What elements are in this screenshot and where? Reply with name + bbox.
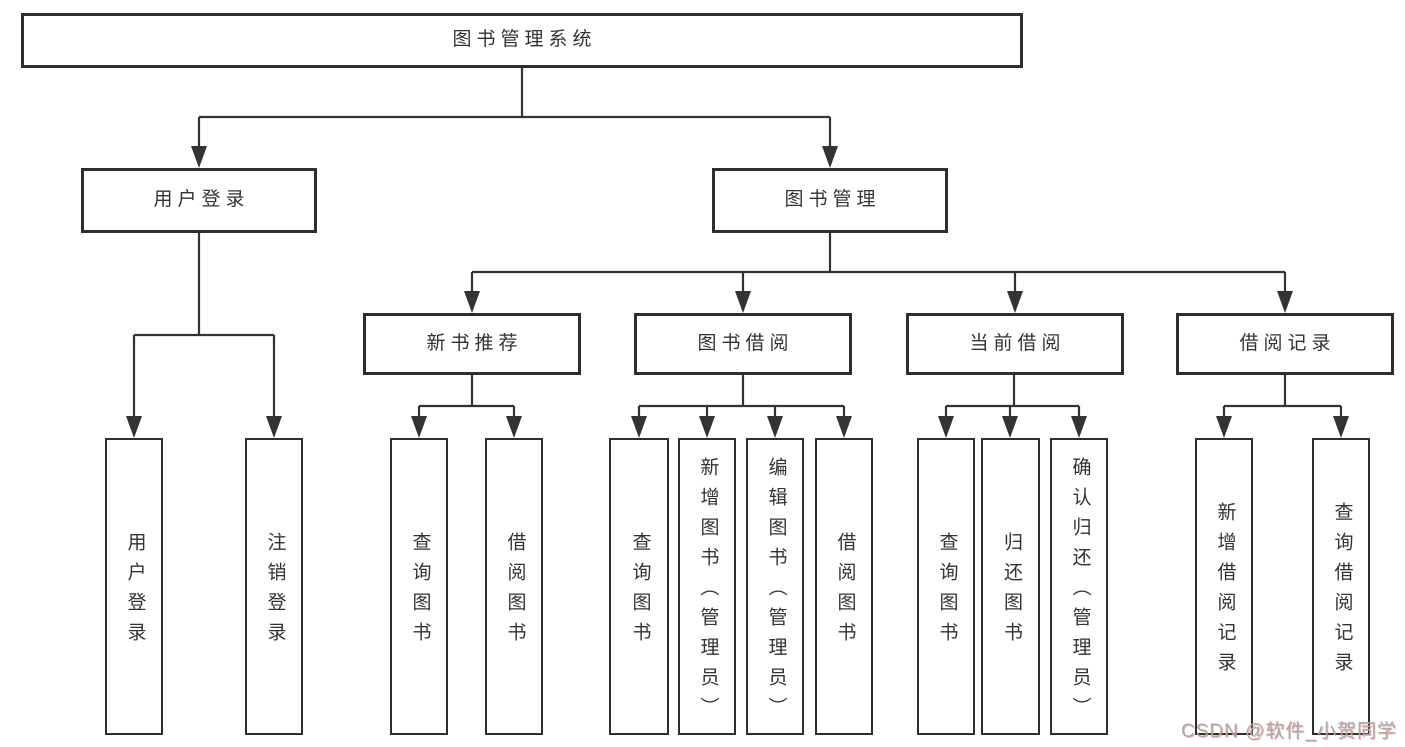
arrow-icon <box>506 416 522 438</box>
leaf-borrow-books-recommend: 借阅图书 <box>485 438 543 735</box>
arrow-icon <box>191 146 207 168</box>
connector-user-login-to-children <box>132 233 276 418</box>
leaf-confirm-return-admin: 确认归还（管理员） <box>1050 438 1108 735</box>
connector-book-borrow-to-children <box>637 375 846 418</box>
connector-root-to-level2 <box>197 68 832 148</box>
arrow-icon <box>1277 291 1293 313</box>
leaf-borrow-books: 借阅图书 <box>815 438 873 735</box>
arrow-icon <box>1007 291 1023 313</box>
leaf-add-books-admin-label: 新增图书（管理员） <box>697 457 719 727</box>
leaf-confirm-return-admin-label: 确认归还（管理员） <box>1069 457 1091 727</box>
leaf-query-books-borrow-label: 查询图书 <box>629 532 651 652</box>
leaf-query-books-recommend: 查询图书 <box>390 438 448 735</box>
leaf-query-borrow-record-label: 查询借阅记录 <box>1331 502 1353 682</box>
watermark: CSDN @软件_小贺同学 <box>1181 721 1397 742</box>
leaf-user-login-label: 用户登录 <box>124 532 146 652</box>
arrow-icon <box>735 291 751 313</box>
leaf-query-books-current: 查询图书 <box>917 438 975 735</box>
leaf-return-books: 归还图书 <box>981 438 1040 735</box>
arrow-icon <box>1002 416 1018 438</box>
node-book-management-label: 图书管理 <box>784 189 881 211</box>
node-user-login: 用户登录 <box>81 168 317 233</box>
node-current-borrow-label: 当前借阅 <box>969 332 1066 354</box>
connector-borrow-records-to-children <box>1222 375 1343 418</box>
arrow-icon <box>699 416 715 438</box>
arrow-icon <box>836 416 852 438</box>
connector-book-management-to-level3 <box>470 233 1287 293</box>
node-root-label: 图书管理系统 <box>452 29 597 51</box>
arrow-icon <box>631 416 647 438</box>
leaf-borrow-books-recommend-label: 借阅图书 <box>504 532 526 652</box>
node-user-login-label: 用户登录 <box>153 189 250 211</box>
leaf-edit-books-admin: 编辑图书（管理员） <box>746 438 804 735</box>
leaf-query-books-current-label: 查询图书 <box>936 532 958 652</box>
node-root: 图书管理系统 <box>21 13 1023 68</box>
leaf-add-borrow-record-label: 新增借阅记录 <box>1214 502 1236 682</box>
node-book-borrow: 图书借阅 <box>634 313 852 375</box>
leaf-edit-books-admin-label: 编辑图书（管理员） <box>765 457 787 727</box>
arrow-icon <box>767 416 783 438</box>
node-new-book-recommend: 新书推荐 <box>363 313 581 375</box>
leaf-add-books-admin: 新增图书（管理员） <box>678 438 736 735</box>
node-borrow-records: 借阅记录 <box>1176 313 1394 375</box>
leaf-query-books-borrow: 查询图书 <box>609 438 669 735</box>
node-current-borrow: 当前借阅 <box>906 313 1124 375</box>
arrow-icon <box>1333 416 1349 438</box>
connector-lines <box>132 68 1343 418</box>
leaf-logout-login: 注销登录 <box>245 438 303 735</box>
arrow-icon <box>1071 416 1087 438</box>
arrow-icon <box>411 416 427 438</box>
arrow-icon <box>464 291 480 313</box>
leaf-borrow-books-label: 借阅图书 <box>834 532 856 652</box>
connector-new-book-recommend-to-children <box>417 375 516 418</box>
connector-current-borrow-to-children <box>944 375 1081 418</box>
arrow-icon <box>938 416 954 438</box>
node-book-borrow-label: 图书借阅 <box>697 332 794 354</box>
arrow-icon <box>266 416 282 438</box>
leaf-add-borrow-record: 新增借阅记录 <box>1195 438 1253 735</box>
arrow-icon <box>822 146 838 168</box>
arrow-icon <box>126 416 142 438</box>
node-borrow-records-label: 借阅记录 <box>1239 332 1336 354</box>
arrowheads <box>126 146 1349 438</box>
leaf-query-borrow-record: 查询借阅记录 <box>1312 438 1370 735</box>
leaf-logout-login-label: 注销登录 <box>264 532 286 652</box>
arrow-icon <box>1216 416 1232 438</box>
leaf-user-login: 用户登录 <box>105 438 163 735</box>
leaf-return-books-label: 归还图书 <box>1000 532 1022 652</box>
leaf-query-books-recommend-label: 查询图书 <box>409 532 431 652</box>
node-new-book-recommend-label: 新书推荐 <box>426 332 523 354</box>
node-book-management: 图书管理 <box>712 168 948 233</box>
